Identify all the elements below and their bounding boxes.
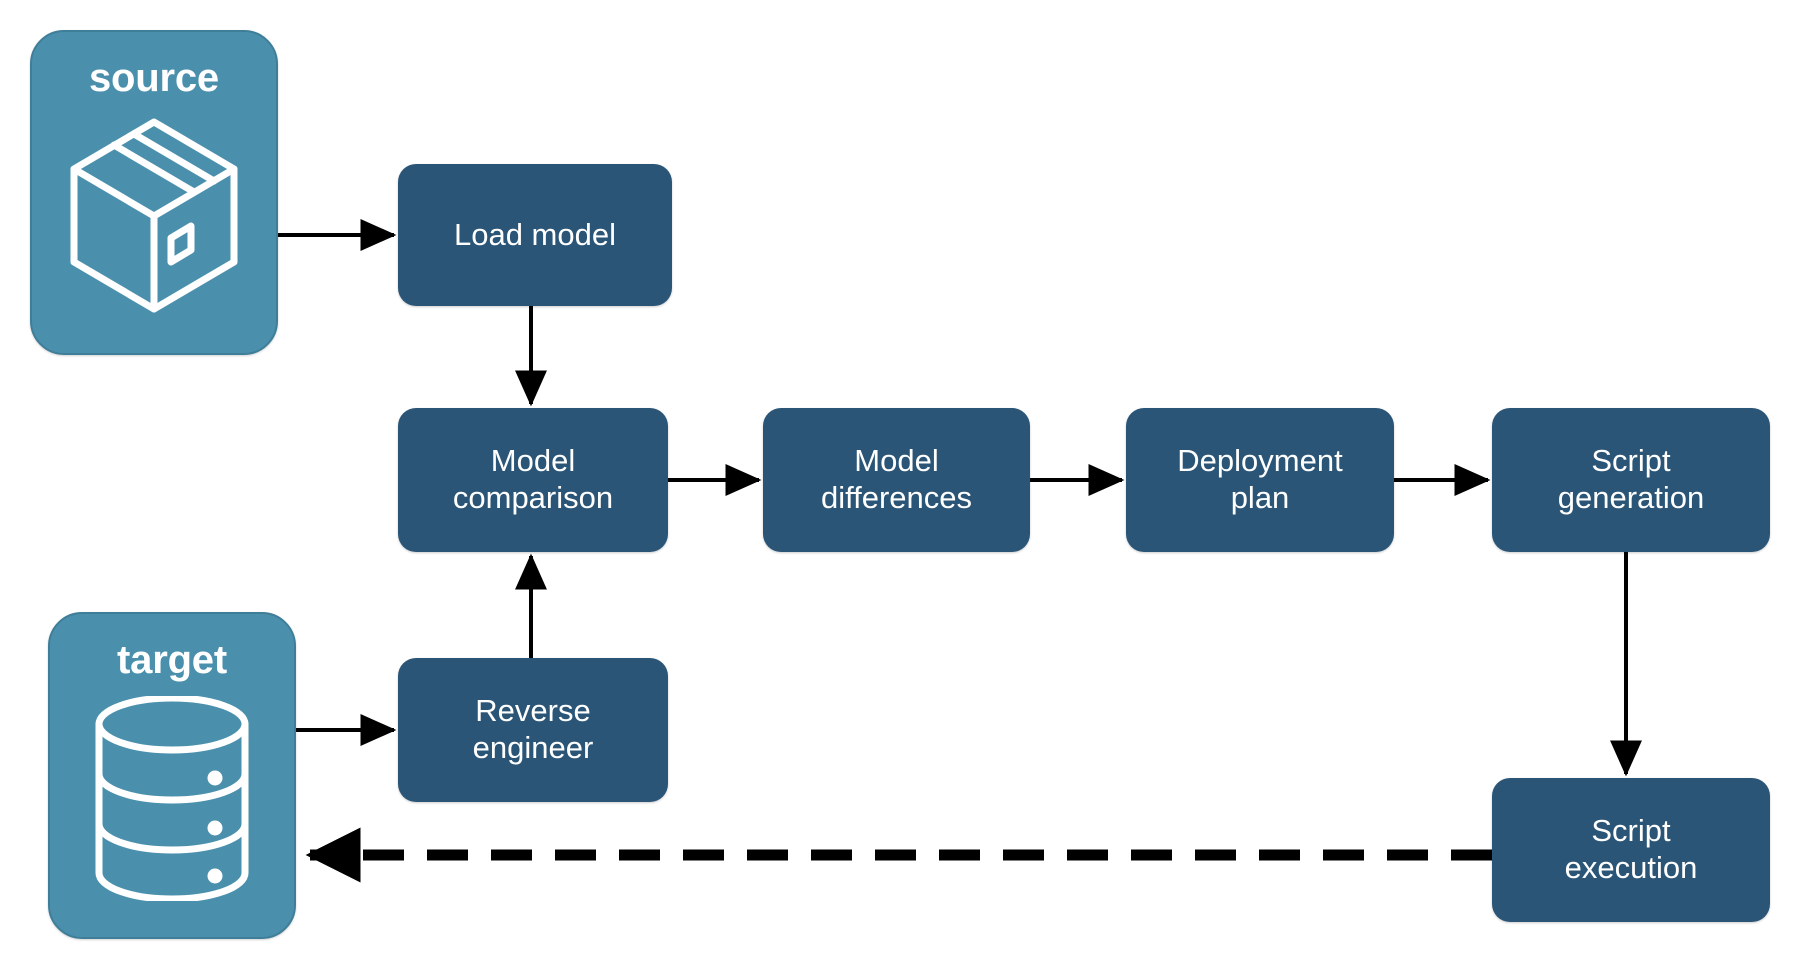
step-deployment-plan-label: Deployment plan	[1177, 443, 1343, 515]
endpoint-source[interactable]: source	[30, 30, 278, 355]
step-script-generation[interactable]: Script generation	[1492, 408, 1770, 552]
step-model-differences[interactable]: Model differences	[763, 408, 1030, 552]
step-script-generation-label: Script generation	[1557, 443, 1705, 515]
endpoint-target[interactable]: target	[48, 612, 296, 939]
step-script-execution-label: Script execution	[1564, 813, 1698, 885]
step-model-comparison[interactable]: Model comparison	[398, 408, 668, 552]
database-cylinder-icon	[95, 696, 249, 901]
step-load-model[interactable]: Load model	[398, 164, 672, 306]
step-script-execution[interactable]: Script execution	[1492, 778, 1770, 922]
step-reverse-engineer[interactable]: Reverse engineer	[398, 658, 668, 802]
step-deployment-plan[interactable]: Deployment plan	[1126, 408, 1394, 552]
step-reverse-engineer-label: Reverse engineer	[472, 693, 594, 765]
step-model-differences-label: Model differences	[820, 443, 973, 515]
step-model-comparison-label: Model comparison	[452, 443, 614, 515]
step-load-model-label: Load model	[453, 216, 616, 252]
endpoint-target-label: target	[117, 638, 227, 682]
endpoint-source-label: source	[89, 56, 219, 100]
package-box-icon	[70, 118, 238, 313]
